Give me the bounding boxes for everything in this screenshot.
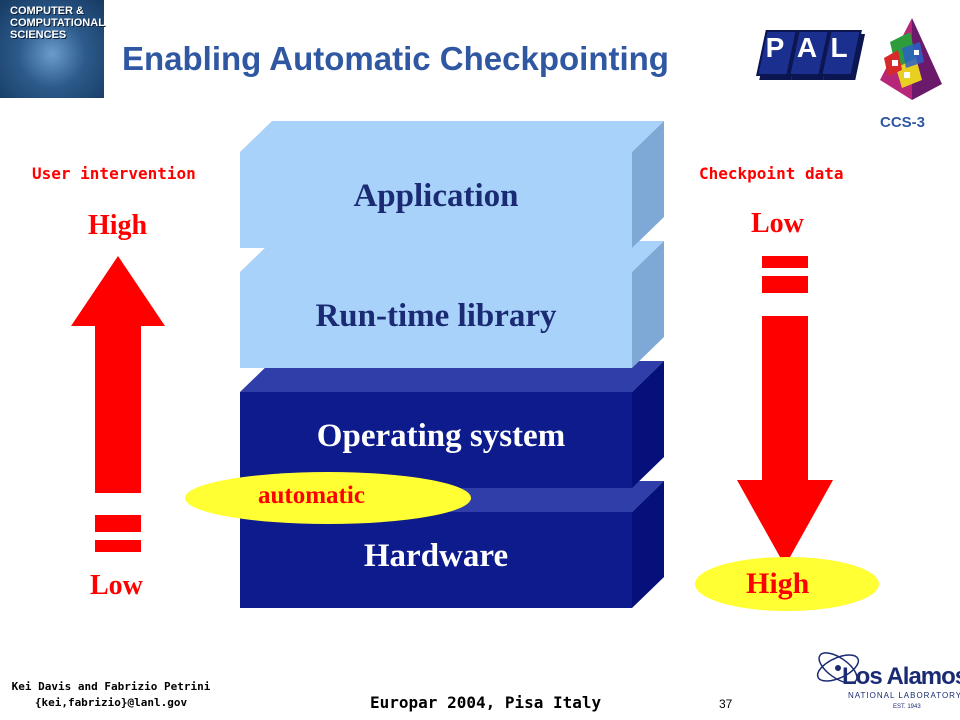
layer-operating-system-label: Operating system [316,418,566,454]
automatic-label: automatic [258,482,365,509]
los-alamos-name: Los Alamos [842,663,960,690]
footer-author-emails: {kei,fabrizio}@lanl.gov [34,696,188,709]
los-alamos-logo-icon [816,652,860,684]
layer-run-time-library-label: Run-time library [315,298,557,334]
prism-logo-icon [880,18,942,100]
user-intervention-high: High [88,210,148,241]
page-number: 37 [719,697,733,711]
logo-line-1: COMPUTER & [10,5,84,17]
checkpoint-data-low: Low [751,208,804,239]
checkpoint-high-highlight [695,557,879,611]
layer-operating-system [240,361,664,488]
page-title: Enabling Automatic Checkpointing [122,40,669,77]
footer-conference: Europar 2004, Pisa Italy [370,693,602,712]
pal-logo: P A L [755,30,865,82]
layer-application [240,121,664,248]
checkpoint-data-high: High [746,567,810,600]
down-arrow-icon [737,256,833,566]
pal-letter-p: P [765,32,785,63]
los-alamos-subtitle: NATIONAL LABORATORY [848,691,960,700]
layer-hardware-label: Hardware [363,538,509,574]
ccs3-label: CCS-3 [880,114,926,131]
footer-author-names: Kei Davis and Fabrizio Petrini [11,680,211,693]
los-alamos-est: EST. 1943 [893,704,921,710]
footer-authors: Kei Davis and Fabrizio Petrini {kei,fabr… [6,679,216,711]
checkpoint-data-label: Checkpoint data [699,164,844,183]
layer-application-label: Application [353,178,519,214]
user-intervention-label: User intervention [32,164,196,183]
user-intervention-low: Low [90,570,143,601]
logo-line-3: SCIENCES [10,29,67,41]
automatic-highlight [185,472,471,524]
pal-letter-a: A [796,32,818,63]
up-arrow-icon [71,256,165,552]
ccs-logo: COMPUTER & COMPUTATIONAL SCIENCES [0,0,105,98]
layer-run-time-library [240,241,664,368]
pal-letter-l: L [830,32,848,63]
logo-line-2: COMPUTATIONAL [10,17,105,29]
